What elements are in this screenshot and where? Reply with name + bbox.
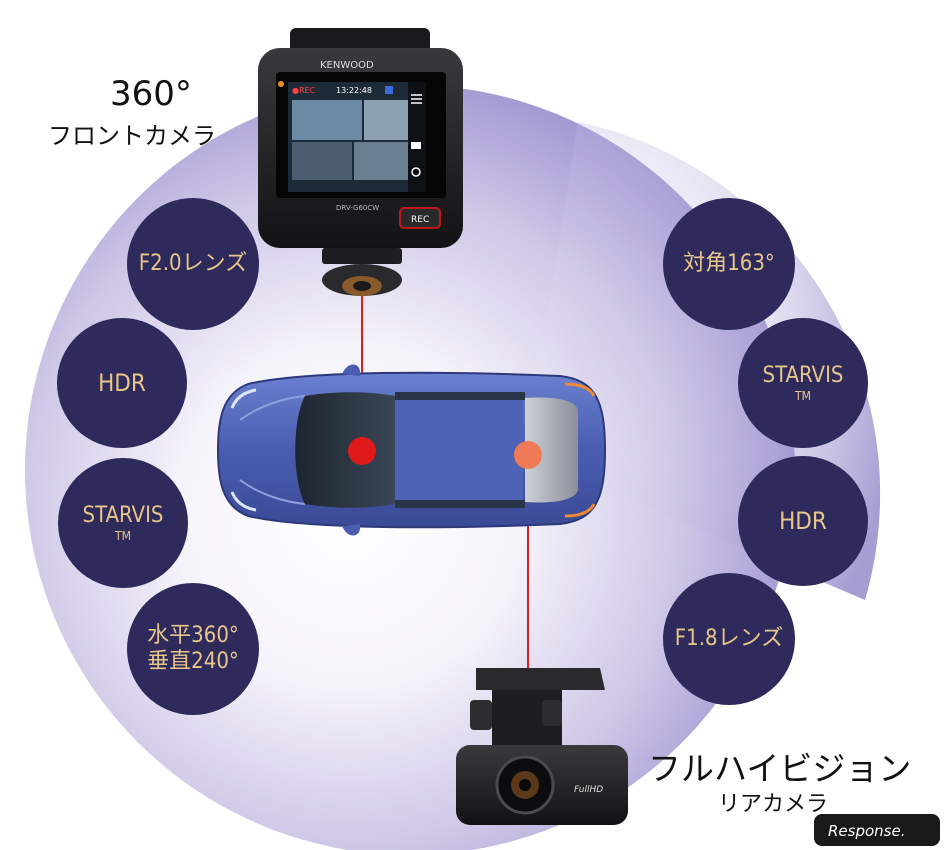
front-camera-marker xyxy=(348,437,376,465)
rec-button[interactable] xyxy=(399,207,441,229)
svg-text:Response.: Response. xyxy=(828,822,905,840)
menu-icon xyxy=(411,94,422,104)
response-watermark: Response. xyxy=(814,814,940,846)
camera-icon xyxy=(411,142,421,149)
rear-camera-subtitle: リアカメラ xyxy=(718,792,829,817)
front-camera-device: ●REC 13:22:48 KENWOOD DRV-G60CW REC xyxy=(258,28,463,296)
fullhd-logo: FullHD xyxy=(574,785,603,795)
front-feature-lens: F2.0レンズ xyxy=(127,198,259,330)
front-feature-angle: 水平360° 垂直240° xyxy=(127,583,259,715)
screen-rec-indicator: ●REC xyxy=(292,86,316,95)
screen-time: 13:22:48 xyxy=(336,86,372,95)
model-label: DRV-G60CW xyxy=(336,204,379,212)
front-camera-title: 360° xyxy=(110,74,192,114)
front-camera-subtitle: フロントカメラ xyxy=(48,122,216,150)
rear-camera-marker xyxy=(514,441,542,469)
rear-feature-lens: F1.8レンズ xyxy=(663,573,795,705)
brand-label: KENWOOD xyxy=(320,60,374,71)
svg-text:REC: REC xyxy=(411,215,429,225)
parking-icon xyxy=(385,86,393,94)
car-top-view xyxy=(216,364,607,536)
front-feature-hdr: HDR xyxy=(57,318,187,448)
rear-camera-title: フルハイビジョン xyxy=(648,749,912,788)
rear-feature-hdr: HDR xyxy=(738,456,868,586)
playback-icon xyxy=(411,167,421,177)
rear-feature-angle: 対角163° xyxy=(663,198,795,330)
rear-camera-device: FullHD xyxy=(456,668,628,825)
